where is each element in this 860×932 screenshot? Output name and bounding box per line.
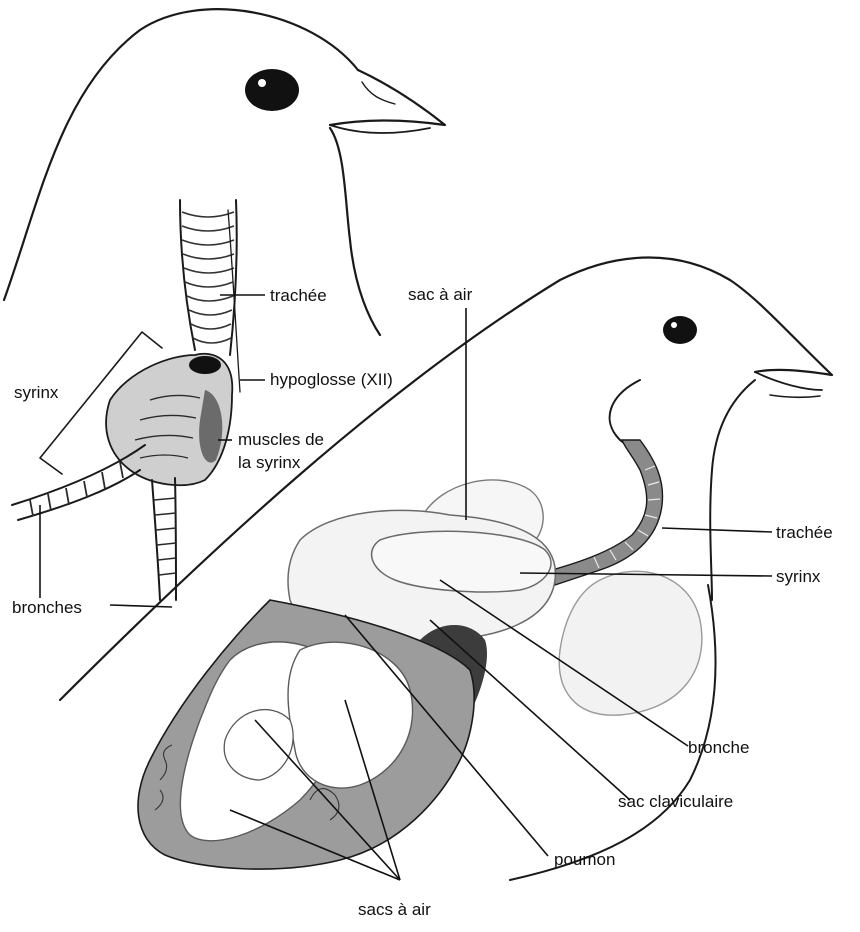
label-muscles-line1: muscles de xyxy=(238,430,324,449)
label-syrinx-left: syrinx xyxy=(14,383,59,402)
label-bronches: bronches xyxy=(12,598,82,617)
right-bird-eye xyxy=(663,316,697,344)
left-bird-throat-outline xyxy=(330,128,380,335)
label-poumon: poumon xyxy=(554,850,615,869)
label-bronche: bronche xyxy=(688,738,749,757)
right-bird-neck-outline xyxy=(710,380,755,600)
left-bird-beak xyxy=(330,70,445,125)
left-trachea xyxy=(180,200,195,350)
label-syrinx-right: syrinx xyxy=(776,567,821,586)
right-clavicular-sac xyxy=(559,571,702,715)
label-hypoglosse: hypoglosse (XII) xyxy=(270,370,393,389)
right-trachea xyxy=(552,440,663,585)
label-trachee-left: trachée xyxy=(270,286,327,305)
label-trachee-right: trachée xyxy=(776,523,833,542)
label-muscles-line2: la syrinx xyxy=(238,453,301,472)
left-bird-head-outline xyxy=(4,9,358,300)
label-sac-claviculaire: sac claviculaire xyxy=(618,792,733,811)
label-sac-a-air: sac à air xyxy=(408,285,473,304)
left-bronchus-down xyxy=(152,480,160,600)
left-bird-eye xyxy=(245,69,299,111)
right-bird-beak xyxy=(730,280,832,375)
label-sacs-a-air: sacs à air xyxy=(358,900,431,919)
